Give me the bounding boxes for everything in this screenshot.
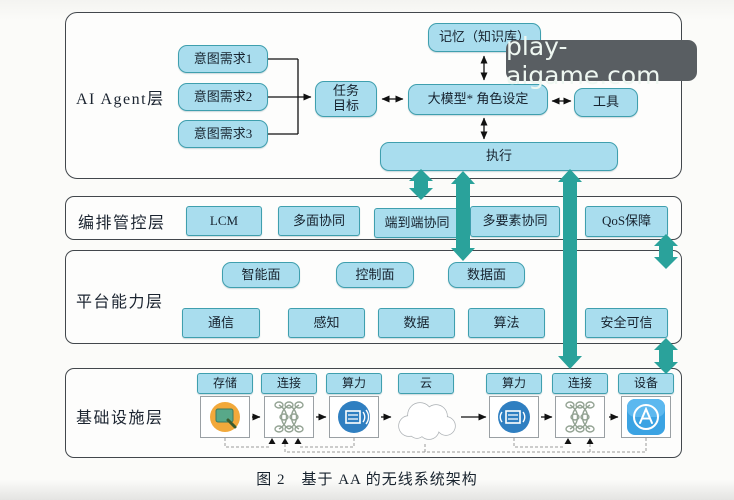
plane-box-intelligence: 智能面 [222,262,300,288]
infra-node-label-compute1: 算力 [326,373,382,394]
compute-icon-2 [489,396,539,438]
network-icon [264,396,314,438]
infra-node-label-storage: 存储 [197,373,253,394]
plane-box-control: 控制面 [336,262,414,288]
capability-box-sensing: 感知 [288,308,365,338]
network-icon-2 [555,396,605,438]
model-box: 大模型* 角色设定 [408,84,548,115]
capability-box-security: 安全可信 [585,308,668,338]
task-goal-box: 任务 目标 [315,81,377,117]
figure-caption: 图 2 基于 AA 的无线系统架构 [256,472,478,488]
intent-box-2: 意图需求2 [178,83,268,111]
execute-box: 执行 [380,142,618,171]
infra-node-label-compute2: 算力 [486,373,542,394]
orchestration-item-multifactor: 多要素协同 [470,206,560,237]
storage-icon [200,396,250,438]
plane-box-data: 数据面 [448,262,525,288]
intent-box-1: 意图需求1 [178,45,268,73]
tools-box: 工具 [574,88,638,117]
orchestration-item-e2e: 端到端协同 [374,208,460,238]
orchestration-item-qos: QoS保障 [585,206,668,237]
infra-node-label-connect1: 连接 [261,373,317,394]
orchestration-item-multiplane: 多面协同 [278,206,360,236]
capability-box-communication: 通信 [182,308,260,338]
platform-layer-label: 平台能力层 [76,294,164,311]
infra-node-label-cloud: 云 [398,373,454,394]
agent-layer-label: AI Agent层 [76,91,165,108]
capability-box-algorithm: 算法 [468,308,545,338]
compute-icon [329,396,379,438]
watermark-text: play-aigame.com [506,31,661,90]
infrastructure-layer-label: 基础设施层 [76,410,164,427]
cloud-icon [393,398,461,449]
watermark: play-aigame.com [506,32,697,90]
device-icon [621,396,671,438]
task-goal-line1: 任务 [332,83,359,99]
orchestration-layer-label: 编排管控层 [78,215,166,232]
infra-node-label-connect2: 连接 [552,373,608,394]
infra-node-label-device: 设备 [618,373,674,394]
intent-box-3: 意图需求3 [178,120,268,148]
task-goal-line2: 目标 [332,98,359,113]
capability-box-data: 数据 [378,308,455,338]
orchestration-item-lcm: LCM [186,206,262,236]
